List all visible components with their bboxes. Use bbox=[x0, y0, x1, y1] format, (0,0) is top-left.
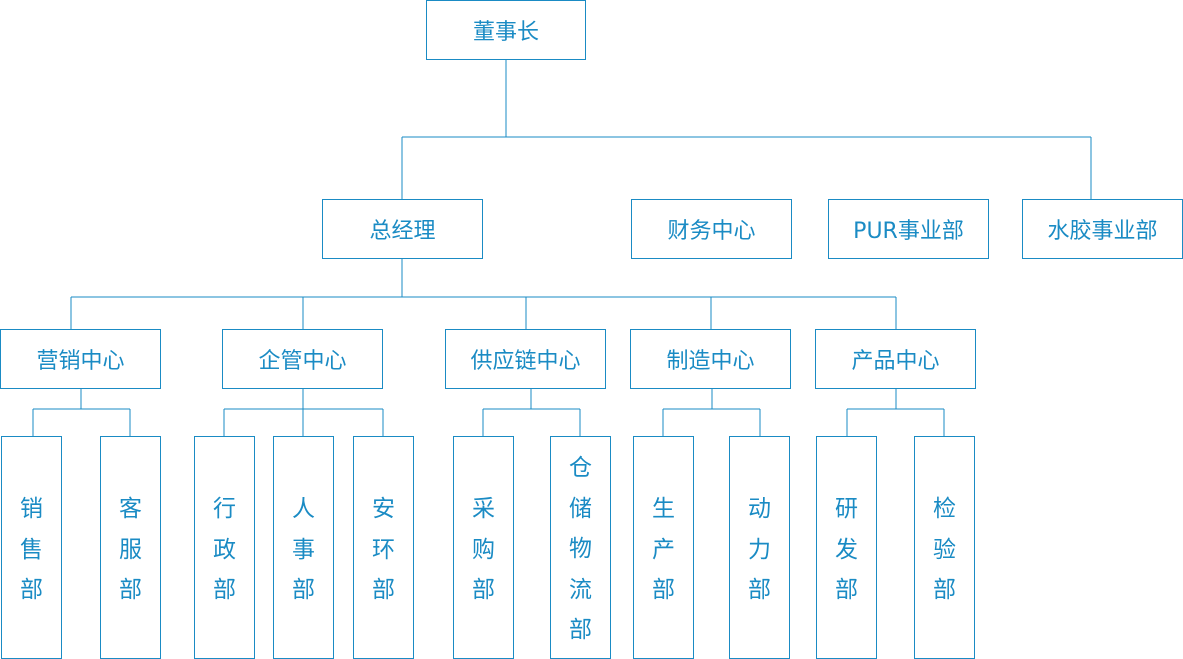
node-label: 销售部 bbox=[20, 496, 43, 603]
node-product-center: 产品中心 bbox=[815, 329, 976, 389]
node-chairman: 董事长 bbox=[426, 0, 586, 60]
node-label: 行政部 bbox=[213, 496, 236, 603]
node-sales-dept: 销售部 bbox=[1, 436, 62, 659]
node-label: 制造中心 bbox=[666, 349, 755, 374]
node-supply-chain-center: 供应链中心 bbox=[445, 329, 606, 389]
node-qc-dept: 检验部 bbox=[914, 436, 975, 659]
node-label: 水胶事业部 bbox=[1047, 219, 1158, 244]
node-general-manager: 总经理 bbox=[322, 199, 483, 259]
node-pur-division: PUR事业部 bbox=[828, 199, 989, 259]
node-label: 研发部 bbox=[835, 496, 858, 603]
node-power-dept: 动力部 bbox=[729, 436, 790, 659]
node-hr-dept: 人事部 bbox=[273, 436, 334, 659]
node-manufacturing-center: 制造中心 bbox=[630, 329, 791, 389]
node-label: 总经理 bbox=[369, 219, 436, 244]
node-label: 产品中心 bbox=[851, 349, 940, 374]
node-label: 供应链中心 bbox=[470, 349, 581, 374]
node-label: 生产部 bbox=[652, 496, 675, 603]
node-label: 财务中心 bbox=[667, 219, 756, 244]
node-label: 客服部 bbox=[119, 496, 142, 603]
node-label: 企管中心 bbox=[258, 349, 347, 374]
node-label: 检验部 bbox=[933, 496, 956, 603]
node-logistics-dept: 仓储物流部 bbox=[550, 436, 611, 659]
node-ehs-dept: 安环部 bbox=[353, 436, 414, 659]
node-label: 动力部 bbox=[748, 496, 771, 603]
node-label: 董事长 bbox=[472, 20, 539, 45]
node-admin-dept: 行政部 bbox=[194, 436, 255, 659]
node-label: 营销中心 bbox=[36, 349, 125, 374]
node-label: 仓储物流部 bbox=[569, 455, 592, 643]
node-purchasing-dept: 采购部 bbox=[453, 436, 514, 659]
node-management-center: 企管中心 bbox=[222, 329, 383, 389]
node-service-dept: 客服部 bbox=[100, 436, 161, 659]
node-finance-center: 财务中心 bbox=[631, 199, 792, 259]
node-label: 人事部 bbox=[292, 496, 315, 603]
node-label: 安环部 bbox=[372, 496, 395, 603]
node-glue-division: 水胶事业部 bbox=[1022, 199, 1183, 259]
node-production-dept: 生产部 bbox=[633, 436, 694, 659]
node-label: PUR事业部 bbox=[853, 219, 964, 244]
node-rd-dept: 研发部 bbox=[816, 436, 877, 659]
node-marketing-center: 营销中心 bbox=[0, 329, 161, 389]
node-label: 采购部 bbox=[472, 496, 495, 603]
